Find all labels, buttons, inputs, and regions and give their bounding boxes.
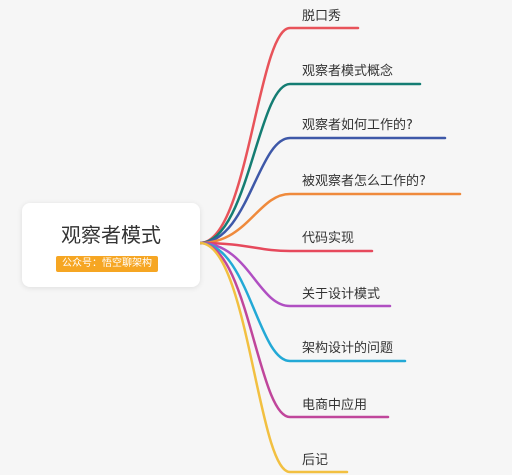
branch-label-7[interactable]: 架构设计的问题 [302,341,394,356]
root-node-title: 观察者模式 [61,223,161,247]
branch-connector-8 [198,241,390,419]
branch-label-8[interactable]: 电商中应用 [302,398,368,413]
root-node-badge: 公众号：悟空聊架构 [56,256,158,272]
branch-connector-3 [198,136,447,245]
branch-connector-4 [198,192,462,245]
branch-label-9[interactable]: 后记 [302,453,329,468]
branch-connector-6 [198,241,392,308]
root-node[interactable]: 观察者模式 [22,203,200,287]
branch-connector-2 [198,82,422,245]
branch-label-1[interactable]: 脱口秀 [302,9,342,24]
branch-connector-7 [198,241,407,363]
branch-connector-9 [198,241,349,474]
branch-label-5[interactable]: 代码实现 [302,231,355,246]
branch-connector-1 [198,26,360,245]
branch-label-6[interactable]: 关于设计模式 [302,287,381,302]
branch-connector-5 [198,241,374,253]
branch-label-4[interactable]: 被观察者怎么工作的? [302,174,426,189]
branch-label-2[interactable]: 观察者模式概念 [302,64,394,79]
branch-label-3[interactable]: 观察者如何工作的? [302,118,413,133]
